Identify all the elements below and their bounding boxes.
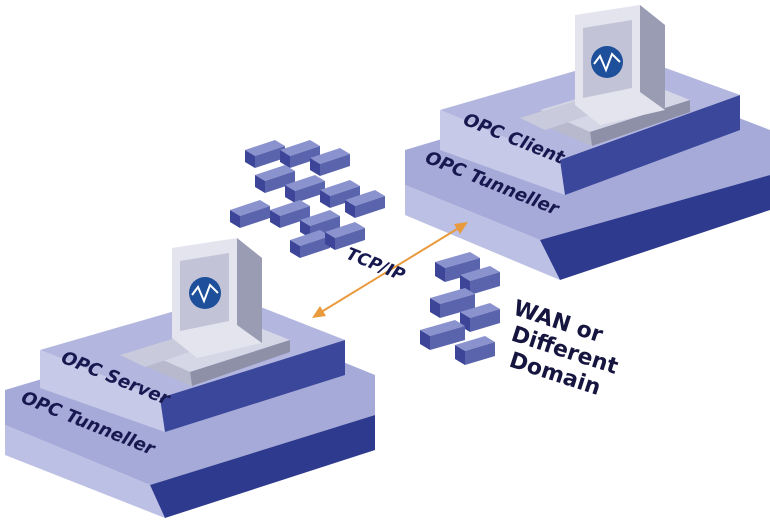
server-upper-side [160,340,345,432]
client-platform: OPC Client OPC Tunneller [405,5,770,280]
network-block [310,148,350,176]
network-block [245,140,285,168]
wan-block [455,336,495,365]
network-block [230,200,270,228]
arrowhead-server [312,306,326,318]
network-block [270,200,310,228]
client-opc-logo-icon [591,46,623,78]
server-platform: OPC Server OPC Tunneller [5,238,375,518]
wan-block [460,303,500,332]
server-computer-icon [120,238,290,386]
wan-block-stack [420,252,500,365]
server-upper-front [40,350,165,432]
network-block [325,222,365,250]
client-upper-front [440,110,565,195]
network-block [255,165,295,193]
client-lower-side [540,175,770,280]
wan-block [435,252,480,282]
server-opc-logo-icon [189,277,221,309]
arrowhead-client [454,222,468,234]
server-lower-front [5,425,165,518]
server-lower-side [150,415,375,518]
network-block [290,230,330,258]
client-lower-front [405,185,560,280]
client-upper-side [560,95,740,195]
wan-block [420,320,465,350]
network-label: WAN or Different Domain [506,296,621,401]
tcpip-arrow [312,222,468,318]
network-block [280,140,320,168]
client-computer-icon [520,5,690,146]
wan-block [430,288,475,318]
network-block [320,180,360,208]
network-block [345,190,385,218]
tcpip-block-cluster [230,140,385,258]
network-block [285,175,325,203]
